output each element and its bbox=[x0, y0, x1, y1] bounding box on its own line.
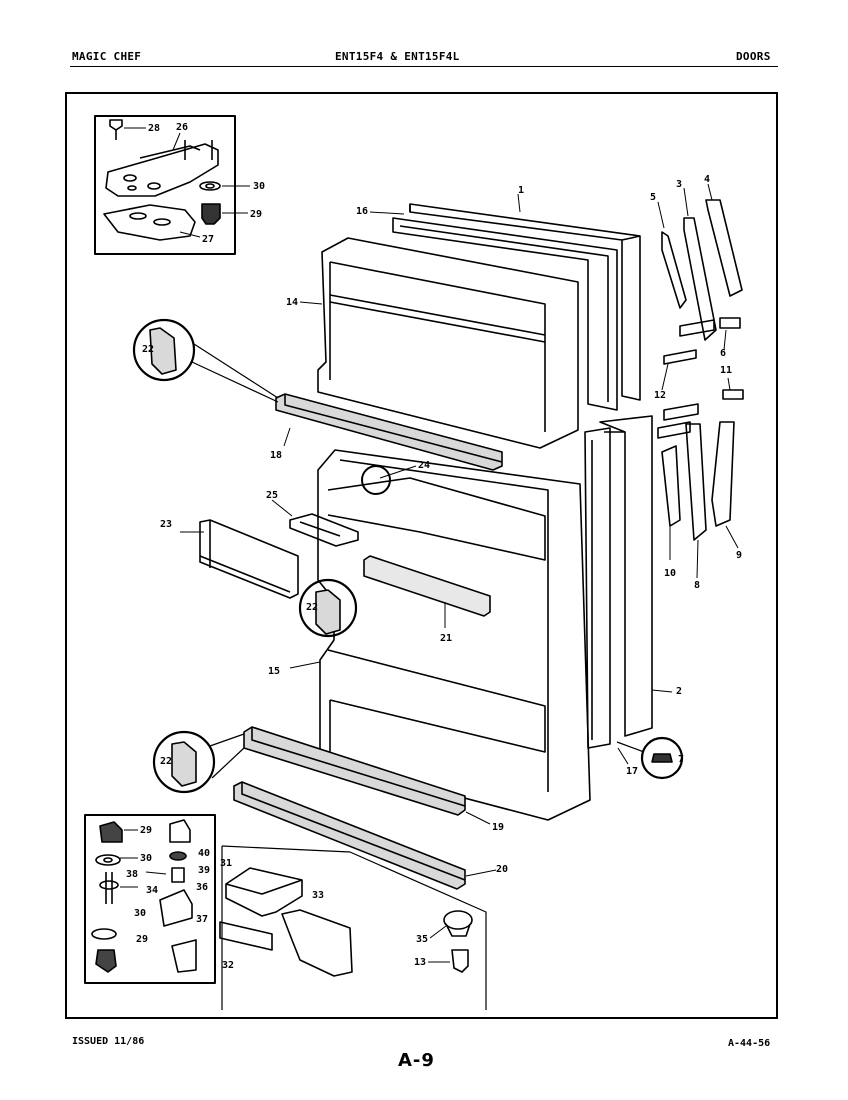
fresh-food-inner-liner bbox=[317, 449, 591, 821]
shelf-pin-detail-circle bbox=[361, 465, 391, 495]
callout-22c: 22 bbox=[160, 756, 172, 767]
freezer-gasket bbox=[392, 217, 618, 411]
lower-hinge-parts bbox=[91, 819, 197, 973]
callout-9: 9 bbox=[736, 550, 742, 561]
callout-17: 17 bbox=[626, 766, 638, 777]
callout-28: 28 bbox=[148, 123, 160, 134]
upper-hinge-leaders bbox=[124, 127, 250, 238]
callout-39: 39 bbox=[198, 865, 210, 876]
callout-30a: 30 bbox=[253, 181, 265, 192]
callout-5: 5 bbox=[650, 192, 656, 203]
callout-26: 26 bbox=[176, 122, 188, 133]
section-title: DOORS bbox=[736, 50, 771, 63]
freezer-shelf-bar bbox=[275, 393, 503, 471]
callout-29c: 29 bbox=[136, 934, 148, 945]
callout-6: 6 bbox=[720, 348, 726, 359]
callout-leaders bbox=[180, 183, 739, 963]
callout-7: 7 bbox=[678, 754, 684, 765]
callout-1: 1 bbox=[518, 185, 524, 196]
freezer-outer-door bbox=[409, 203, 641, 401]
issued-date: ISSUED 11/86 bbox=[72, 1036, 145, 1047]
callout-30c: 30 bbox=[134, 908, 146, 919]
door-stop-detail-circle-3 bbox=[152, 730, 216, 794]
lower-hinge-leaders bbox=[120, 829, 167, 888]
header-rule bbox=[70, 66, 778, 67]
upper-hinge-inset-box bbox=[94, 115, 236, 255]
callout-21: 21 bbox=[440, 633, 452, 644]
dairy-hinge bbox=[289, 513, 359, 547]
callout-29b: 29 bbox=[140, 825, 152, 836]
callout-40: 40 bbox=[198, 848, 210, 859]
callout-22b: 22 bbox=[306, 602, 318, 613]
door-shelf-rail bbox=[363, 555, 491, 617]
lower-handle-parts bbox=[657, 403, 735, 541]
freezer-inner-liner bbox=[317, 237, 579, 449]
fresh-food-outer-door bbox=[599, 415, 653, 737]
callout-11: 11 bbox=[720, 365, 732, 376]
callout-34: 34 bbox=[146, 885, 158, 896]
callout-labels: 1 2 3 4 5 6 7 8 9 10 11 12 13 14 15 16 1… bbox=[126, 122, 742, 971]
callout-3: 3 bbox=[676, 179, 682, 190]
brand-name: MAGIC CHEF bbox=[72, 50, 142, 63]
model-numbers: ENT15F4 & ENT15F4L bbox=[335, 50, 460, 63]
upper-hinge-parts bbox=[103, 119, 221, 241]
callout-25: 25 bbox=[266, 490, 278, 501]
callout-24: 24 bbox=[418, 460, 430, 471]
callout-30b: 30 bbox=[140, 853, 152, 864]
callout-22a: 22 bbox=[142, 344, 154, 355]
callout-27: 27 bbox=[202, 234, 214, 245]
upper-handle-parts bbox=[661, 199, 744, 400]
callout-38: 38 bbox=[126, 869, 138, 880]
callout-10: 10 bbox=[664, 568, 676, 579]
callout-18: 18 bbox=[270, 450, 282, 461]
callout-33: 33 bbox=[312, 890, 324, 901]
callout-35: 35 bbox=[416, 934, 428, 945]
callout-12: 12 bbox=[654, 390, 666, 401]
lower-hinge-inset-box bbox=[84, 814, 216, 984]
callout-32: 32 bbox=[222, 960, 234, 971]
callout-8: 8 bbox=[694, 580, 700, 591]
door-stop-detail-circle-2 bbox=[298, 578, 358, 638]
door-stop-detail-circle-1 bbox=[132, 318, 196, 382]
callout-19: 19 bbox=[492, 822, 504, 833]
callout-14: 14 bbox=[286, 297, 298, 308]
callout-23: 23 bbox=[160, 519, 172, 530]
callout-16: 16 bbox=[356, 206, 368, 217]
callout-36: 36 bbox=[196, 882, 208, 893]
callout-13: 13 bbox=[414, 957, 426, 968]
fresh-food-gasket bbox=[584, 427, 611, 749]
dairy-door bbox=[199, 519, 299, 599]
callout-37: 37 bbox=[196, 914, 208, 925]
bottom-trim-bar bbox=[233, 781, 466, 890]
hinge-plate-parts bbox=[219, 845, 487, 1010]
screw-detail-circle bbox=[640, 736, 684, 780]
document-code: A-44-56 bbox=[728, 1038, 771, 1049]
diagram-frame bbox=[65, 92, 778, 1019]
callout-2: 2 bbox=[676, 686, 682, 697]
callout-4: 4 bbox=[704, 174, 710, 185]
page-number: A-9 bbox=[398, 1050, 435, 1071]
callout-31: 31 bbox=[220, 858, 232, 869]
callout-15: 15 bbox=[268, 666, 280, 677]
callout-29a: 29 bbox=[250, 209, 262, 220]
callout-20: 20 bbox=[496, 864, 508, 875]
